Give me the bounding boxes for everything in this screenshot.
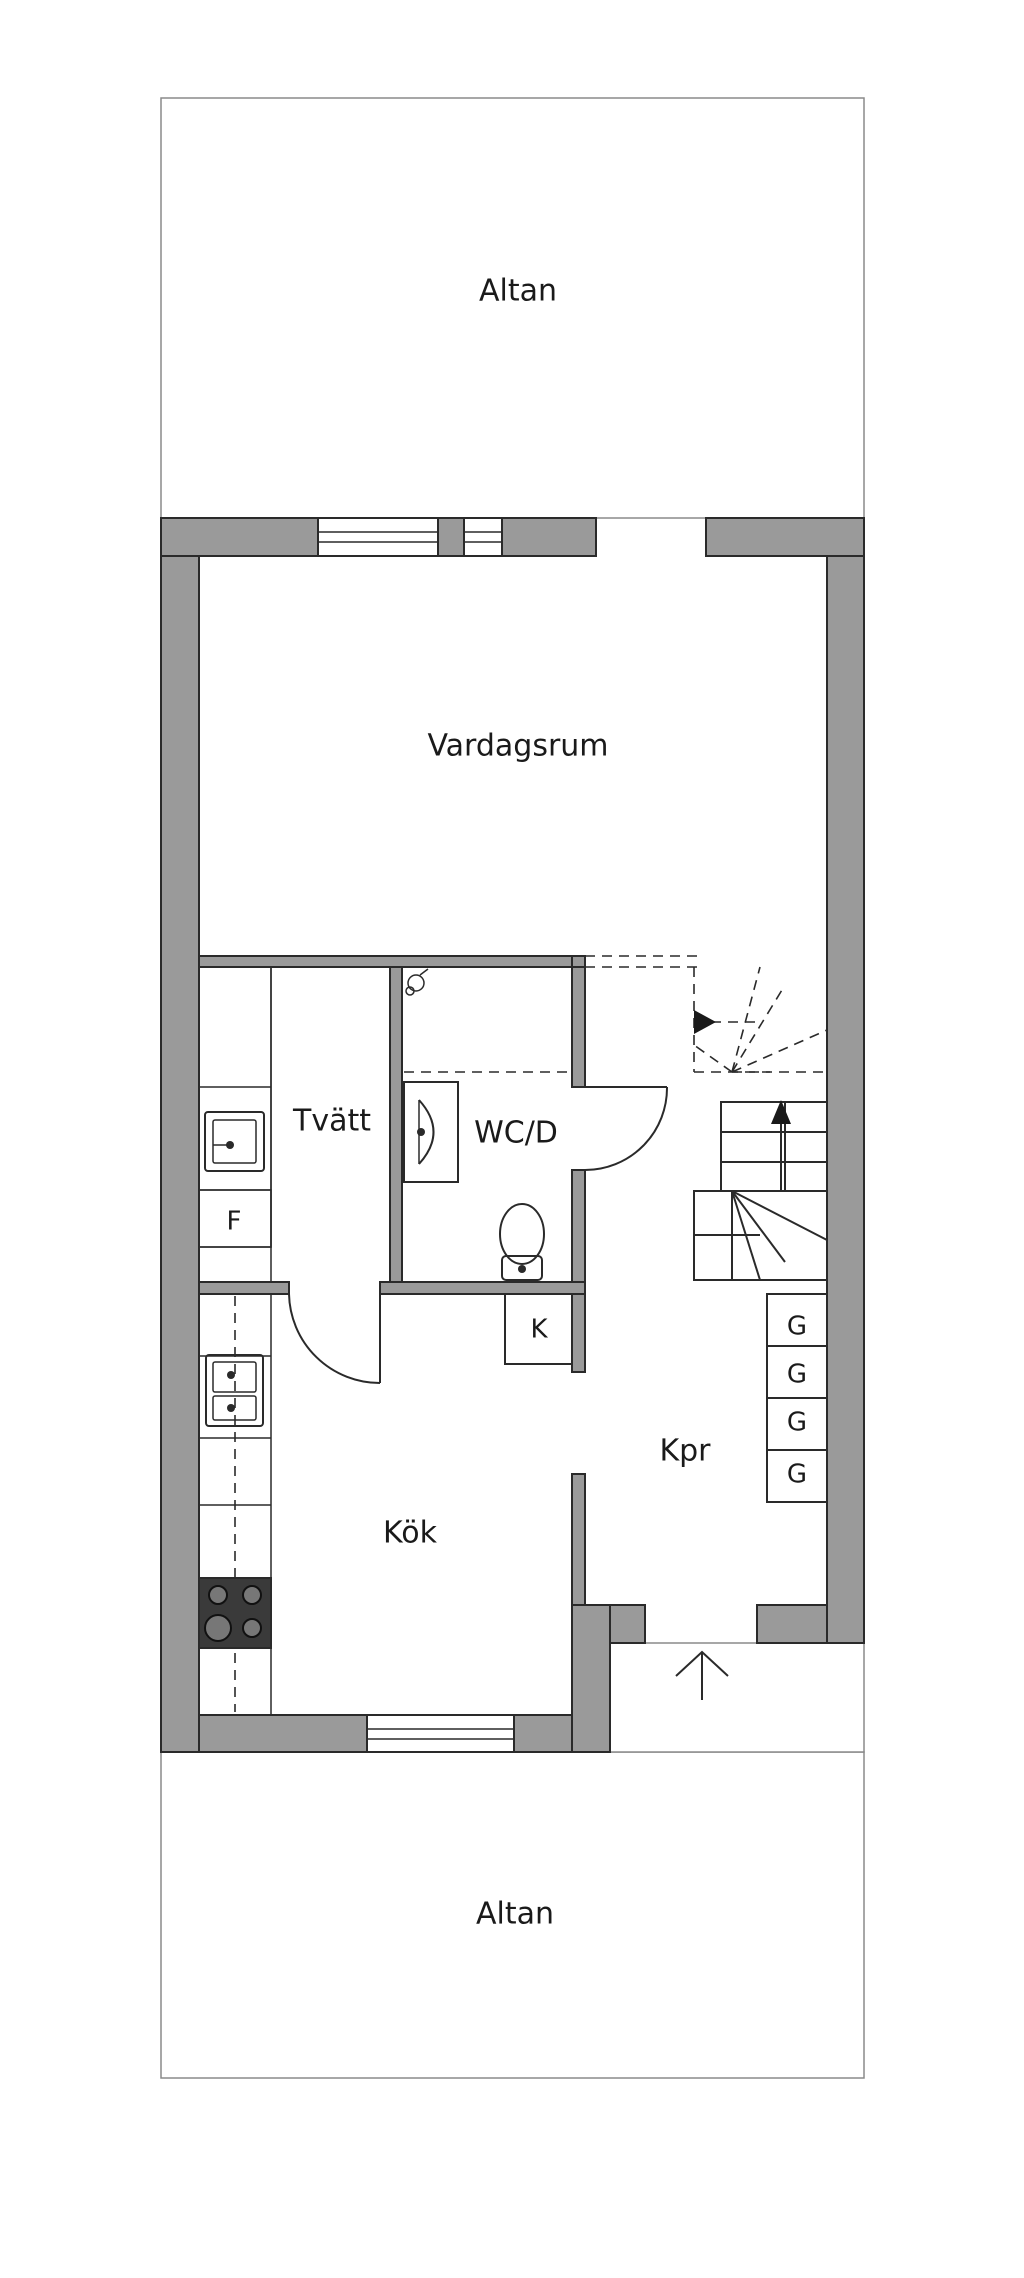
closet-label: K [530, 1315, 548, 1345]
room-label-altan-bottom: Altan [476, 1897, 554, 1932]
wardrobe-label-1: G [787, 1312, 807, 1342]
tvatt-door [288, 1293, 381, 1384]
stove-icon [198, 1577, 272, 1649]
kitchen-sink-icon [205, 1354, 264, 1427]
window-top-1 [317, 517, 439, 557]
room-label-kok: Kök [383, 1516, 438, 1551]
wardrobe-label-3: G [787, 1408, 807, 1438]
room-label-wc-d: WC/D [474, 1116, 558, 1151]
room-label-tvatt: Tvätt [292, 1104, 371, 1139]
staircase [585, 955, 828, 1281]
wardrobe-label-4: G [787, 1460, 807, 1490]
wc-door [584, 1086, 669, 1171]
interior-walls [198, 955, 586, 1606]
shower-head-icon [405, 968, 429, 996]
kitchen-counter [198, 1293, 272, 1716]
terrace-bottom [160, 1751, 865, 2079]
washbasin-icon [403, 1081, 459, 1183]
toilet-icon [499, 1203, 545, 1281]
closet-k: K [504, 1293, 573, 1365]
room-label-vardagsrum: Vardagsrum [427, 729, 608, 764]
window-top-2 [463, 517, 503, 557]
outer-walls [160, 517, 865, 1753]
fridge-label: F [227, 1207, 242, 1237]
wardrobes: G G G G [766, 1293, 828, 1503]
room-label-kpr: Kpr [659, 1434, 711, 1469]
entrance-landing [609, 1642, 865, 1753]
laundry-sink-icon [204, 1111, 265, 1172]
window-bottom [366, 1714, 515, 1753]
room-label-altan-top: Altan [479, 274, 557, 309]
laundry-counter [198, 966, 272, 1248]
entrance-arrow-icon [675, 1650, 729, 1700]
terrace-top [160, 97, 865, 519]
wardrobe-label-2: G [787, 1360, 807, 1390]
